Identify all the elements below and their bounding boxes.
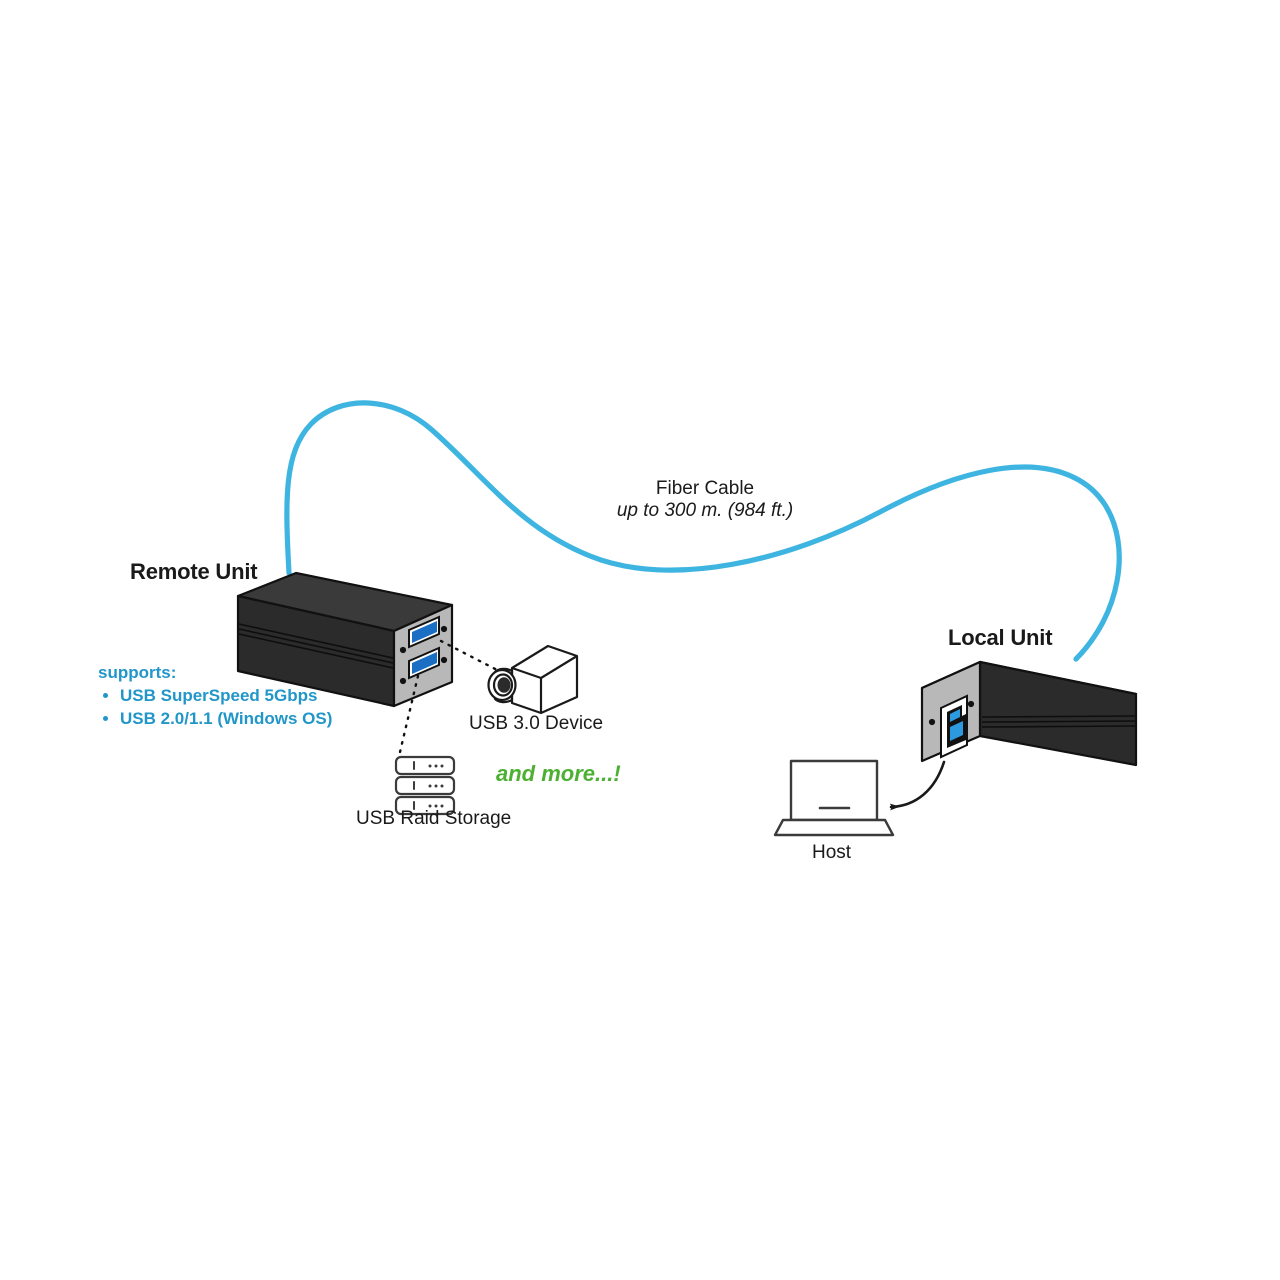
usb-raid-label: USB Raid Storage: [356, 808, 512, 829]
local-unit-to-host-arrow: [889, 760, 946, 811]
local-usb-b-port[interactable]: [940, 694, 968, 759]
supports-item: USB 2.0/1.1 (Windows OS): [120, 708, 332, 731]
supports-list: USB SuperSpeed 5Gbps USB 2.0/1.1 (Window…: [98, 685, 332, 730]
leader-line-camera: [439, 639, 503, 674]
local-unit-label: Local Unit: [948, 625, 1053, 650]
panel-screw: [399, 646, 407, 654]
panel-screw: [967, 700, 975, 708]
supports-title: supports:: [98, 663, 177, 682]
panel-screw: [399, 677, 407, 685]
remote-usb-port-1[interactable]: [408, 615, 440, 649]
supports-block: supports: USB SuperSpeed 5Gbps USB 2.0/1…: [98, 663, 332, 730]
host-label: Host: [812, 842, 852, 863]
supports-item: USB SuperSpeed 5Gbps: [120, 685, 332, 708]
usb-camera-label: USB 3.0 Device: [469, 713, 604, 734]
host-laptop-icon: [773, 759, 895, 837]
remote-unit-device[interactable]: [236, 571, 454, 708]
fiber-cable-line: [284, 400, 1122, 662]
panel-screw: [440, 625, 448, 633]
remote-unit-label: Remote Unit: [130, 559, 258, 584]
local-unit-device[interactable]: [920, 660, 1138, 767]
and-more-label: and more...!: [496, 761, 621, 786]
panel-screw: [928, 718, 936, 726]
usb-camera-icon: [487, 644, 579, 715]
usb-raid-storage-icon: [394, 755, 456, 816]
fiber-cable-distance: up to 300 m. (984 ft.): [616, 500, 794, 521]
panel-screw: [440, 656, 448, 664]
fiber-cable-title: Fiber Cable: [655, 478, 755, 499]
remote-usb-port-2[interactable]: [408, 646, 440, 680]
